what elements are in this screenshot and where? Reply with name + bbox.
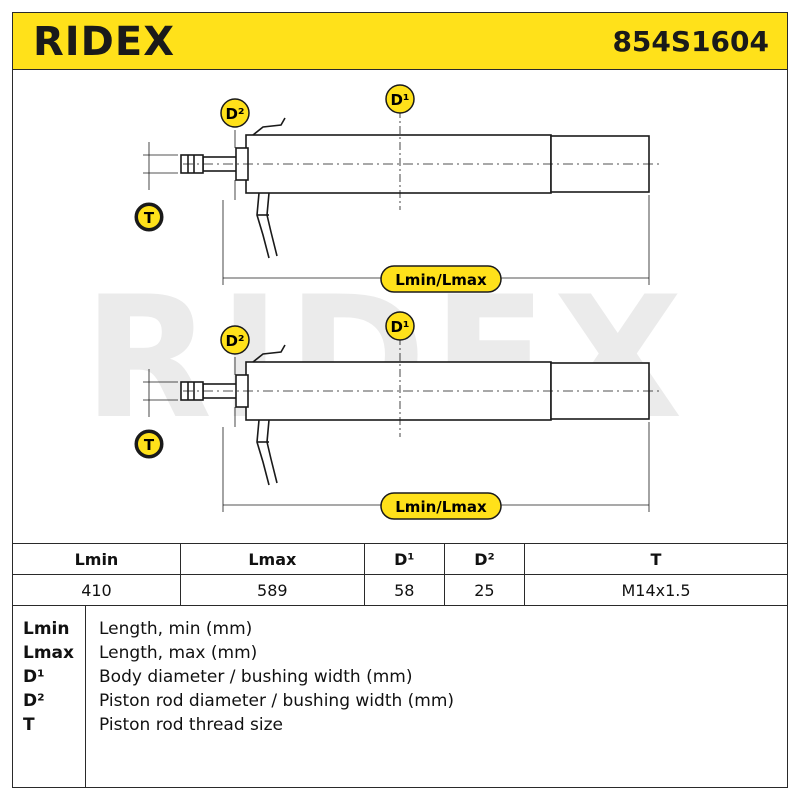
- shock-absorber-bottom: [143, 337, 663, 512]
- label-t-bottom: T: [144, 436, 155, 454]
- legend-desc: Piston rod diameter / bushing width (mm): [99, 691, 455, 711]
- specs-header-lmin: Lmin: [12, 543, 181, 575]
- label-d1-top: D¹: [390, 91, 409, 109]
- label-d2-top: D²: [225, 105, 244, 123]
- legend-key: Lmin: [23, 619, 70, 639]
- legend-desc: Body diameter / bushing width (mm): [99, 667, 413, 687]
- legend-key: T: [23, 715, 35, 735]
- label-t-top-badge: T: [134, 202, 164, 232]
- brand-logo: RIDEX: [33, 19, 176, 65]
- label-d1-bottom: D¹: [390, 318, 409, 336]
- legend-row: D² Piston rod diameter / bushing width (…: [13, 691, 787, 715]
- label-length-top: Lmin/Lmax: [395, 271, 487, 289]
- legend-row: D¹ Body diameter / bushing width (mm): [13, 667, 787, 691]
- legend-row: Lmax Length, max (mm): [13, 643, 787, 667]
- legend-key: D²: [23, 691, 45, 711]
- specs-value-lmin: 410: [12, 574, 181, 606]
- legend-desc: Piston rod thread size: [99, 715, 284, 735]
- specs-value-d2: 25: [443, 574, 526, 606]
- watermark-logo: RIDEX: [83, 260, 689, 456]
- label-length-bottom-badge: Lmin/Lmax: [380, 492, 502, 520]
- label-d2-bottom: D²: [225, 332, 244, 350]
- specs-value-d1: 58: [363, 574, 445, 606]
- specs-header-d2: D²: [443, 543, 526, 575]
- shock-absorber-top: [143, 110, 663, 285]
- label-d1-top-badge: D¹: [385, 84, 415, 114]
- specs-header-t: T: [524, 543, 788, 575]
- legend-desc: Length, max (mm): [99, 643, 258, 663]
- specs-value-lmax: 589: [179, 574, 365, 606]
- legend-key: D¹: [23, 667, 45, 687]
- label-d2-top-badge: D²: [220, 98, 250, 128]
- legend-divider: [85, 606, 86, 787]
- label-d1-bottom-badge: D¹: [385, 311, 415, 341]
- label-length-bottom: Lmin/Lmax: [395, 498, 487, 516]
- technical-drawing: RIDEX: [12, 70, 788, 544]
- label-d2-bottom-badge: D²: [220, 325, 250, 355]
- legend-box: Lmin Length, min (mm) Lmax Length, max (…: [12, 605, 788, 788]
- specs-value-row: 410 589 58 25 M14x1.5: [12, 574, 788, 606]
- label-t-top: T: [144, 209, 155, 227]
- specs-value-t: M14x1.5: [524, 574, 788, 606]
- specs-header-lmax: Lmax: [179, 543, 365, 575]
- specs-header-row: Lmin Lmax D¹ D² T: [12, 543, 788, 575]
- part-number: 854S1604: [612, 25, 769, 58]
- header-bar: RIDEX 854S1604: [12, 12, 788, 70]
- specs-table: Lmin Lmax D¹ D² T 410 589 58 25 M14x1.5: [12, 543, 788, 606]
- legend-desc: Length, min (mm): [99, 619, 253, 639]
- label-t-bottom-badge: T: [134, 429, 164, 459]
- legend-key: Lmax: [23, 643, 74, 663]
- legend-row: Lmin Length, min (mm): [13, 619, 787, 643]
- shock-absorber-diagram: D² D¹ T Lmin/Lmax: [134, 84, 663, 520]
- legend-row: T Piston rod thread size: [13, 715, 787, 739]
- specs-header-d1: D¹: [363, 543, 445, 575]
- label-length-top-badge: Lmin/Lmax: [380, 265, 502, 293]
